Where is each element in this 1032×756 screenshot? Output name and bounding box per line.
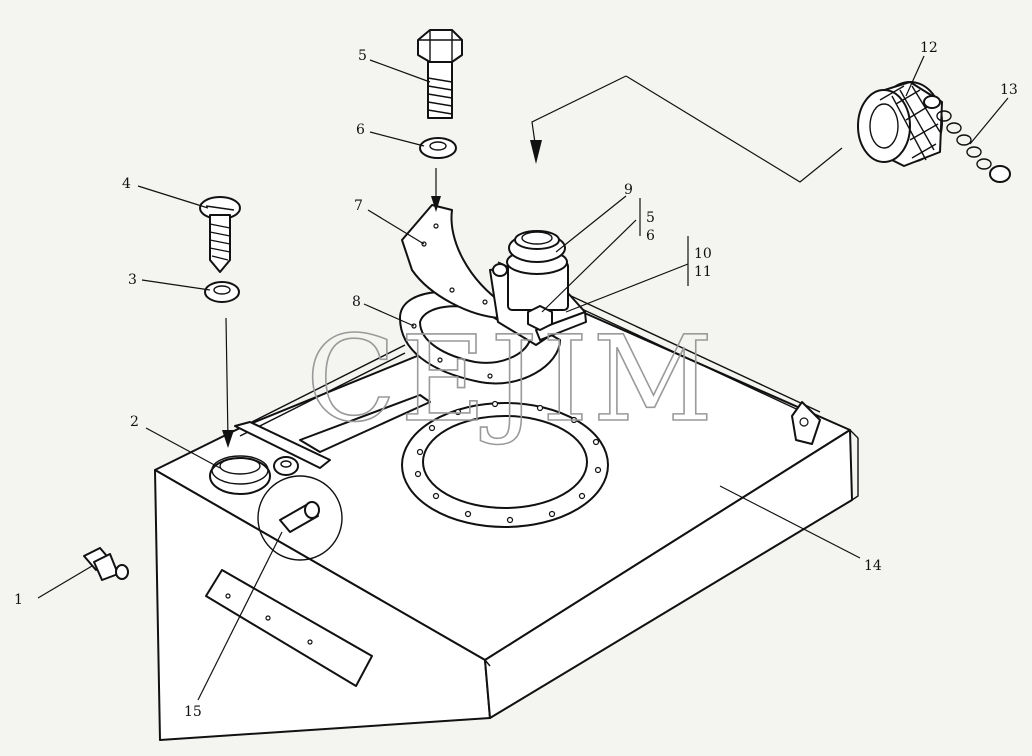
- mounting-tab: [791, 401, 821, 445]
- label-part-12: 12: [920, 40, 938, 56]
- assembly-arrows: [222, 75, 843, 448]
- label-part-2: 2: [130, 414, 139, 430]
- label-part-14: 14: [864, 558, 882, 574]
- leader-lines: [37, 55, 1009, 701]
- chain-part-13: [923, 95, 1011, 183]
- screw-part-4: [199, 196, 241, 273]
- part-labels: 1 2 3 4 5 6 7 8 9 5 6 10 11 12 13 14 15: [14, 40, 1018, 720]
- label-part-6-washer: 6: [356, 122, 365, 138]
- washer-part-6: [419, 137, 457, 159]
- label-part-15: 15: [184, 704, 202, 720]
- filler-neck-part-9: [489, 230, 587, 346]
- top-bracket: [234, 394, 431, 469]
- grommet-part-2: [209, 455, 299, 495]
- label-part-4: 4: [122, 176, 131, 192]
- label-part-1: 1: [14, 592, 23, 608]
- fitting-part-1: [83, 547, 129, 581]
- label-part-5-neck: 5: [646, 210, 655, 226]
- label-part-13: 13: [1000, 82, 1018, 98]
- label-part-8: 8: [352, 294, 361, 310]
- gasket-part-8: [399, 290, 561, 385]
- label-part-5-bolt: 5: [358, 48, 367, 64]
- side-mounting-bracket: [205, 569, 373, 687]
- label-part-11: 11: [694, 264, 712, 280]
- lock-washer-part-3: [204, 281, 240, 303]
- bolt-part-5: [417, 29, 463, 119]
- watermark-text: CEJIM: [306, 310, 717, 448]
- tank-flange-ring: [401, 400, 609, 528]
- label-part-10: 10: [694, 246, 712, 262]
- label-part-6-neck: 6: [646, 228, 655, 244]
- label-part-7: 7: [354, 198, 363, 214]
- filler-cap-part-12: [857, 81, 943, 167]
- nipple-part-15: [257, 475, 343, 561]
- label-part-3: 3: [128, 272, 137, 288]
- label-part-9: 9: [624, 182, 633, 198]
